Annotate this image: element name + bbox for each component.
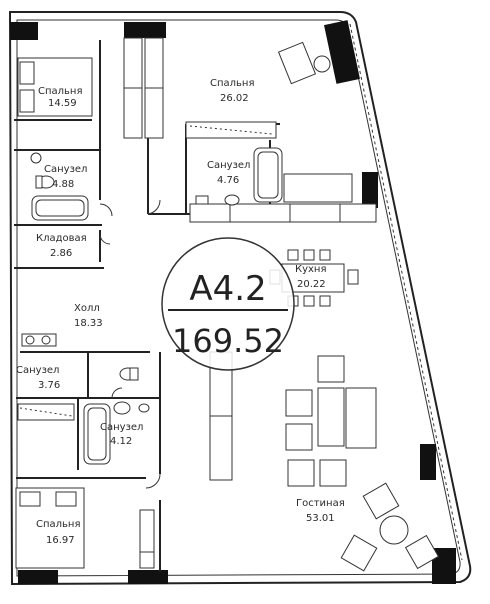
doors	[99, 199, 161, 489]
plumbing-fixtures	[21, 147, 353, 465]
room-name-storage: Кладовая	[36, 233, 87, 244]
room-name-hall: Холл	[74, 303, 100, 314]
room-area-bedroom-2: 26.02	[220, 93, 249, 104]
room-labels: Спальня 14.59 Спальня 26.02 Санузел 4.88…	[16, 78, 345, 546]
beds	[15, 57, 155, 569]
room-name-bathroom-4: Санузел	[100, 422, 143, 433]
room-name-bathroom-3: Санузел	[16, 365, 59, 376]
room-name-bathroom-2: Санузел	[207, 160, 250, 171]
room-name-bedroom-3: Спальня	[36, 519, 81, 530]
unit-badge: A4.2 169.52	[161, 237, 295, 371]
unit-code: A4.2	[189, 269, 266, 309]
column	[10, 22, 38, 40]
column	[18, 570, 58, 584]
room-area-storage: 2.86	[50, 248, 72, 259]
room-name-bedroom-2: Спальня	[210, 78, 255, 89]
room-area-bathroom-1: 4.88	[52, 179, 74, 190]
living-furniture	[285, 355, 440, 572]
room-area-living-room: 53.01	[306, 513, 335, 524]
room-name-bathroom-1: Санузел	[44, 164, 87, 175]
desk	[277, 41, 331, 85]
column	[124, 22, 166, 38]
room-area-bedroom-3: 16.97	[46, 535, 75, 546]
room-area-hall: 18.33	[74, 318, 103, 329]
column	[128, 570, 168, 584]
column	[324, 20, 360, 84]
room-area-bedroom-1: 14.59	[48, 98, 77, 109]
room-area-bathroom-2: 4.76	[217, 175, 239, 186]
room-name-bedroom-1: Спальня	[38, 86, 83, 97]
room-area-bathroom-4: 4.12	[110, 436, 132, 447]
structural-columns	[10, 20, 456, 584]
unit-total-area: 169.52	[172, 322, 284, 360]
room-area-bathroom-3: 3.76	[38, 380, 60, 391]
room-area-kitchen: 20.22	[297, 279, 326, 290]
column	[420, 444, 436, 480]
wardrobes	[17, 37, 377, 481]
room-name-living-room: Гостиная	[296, 498, 345, 509]
column	[362, 172, 378, 208]
room-name-kitchen: Кухня	[295, 264, 327, 275]
